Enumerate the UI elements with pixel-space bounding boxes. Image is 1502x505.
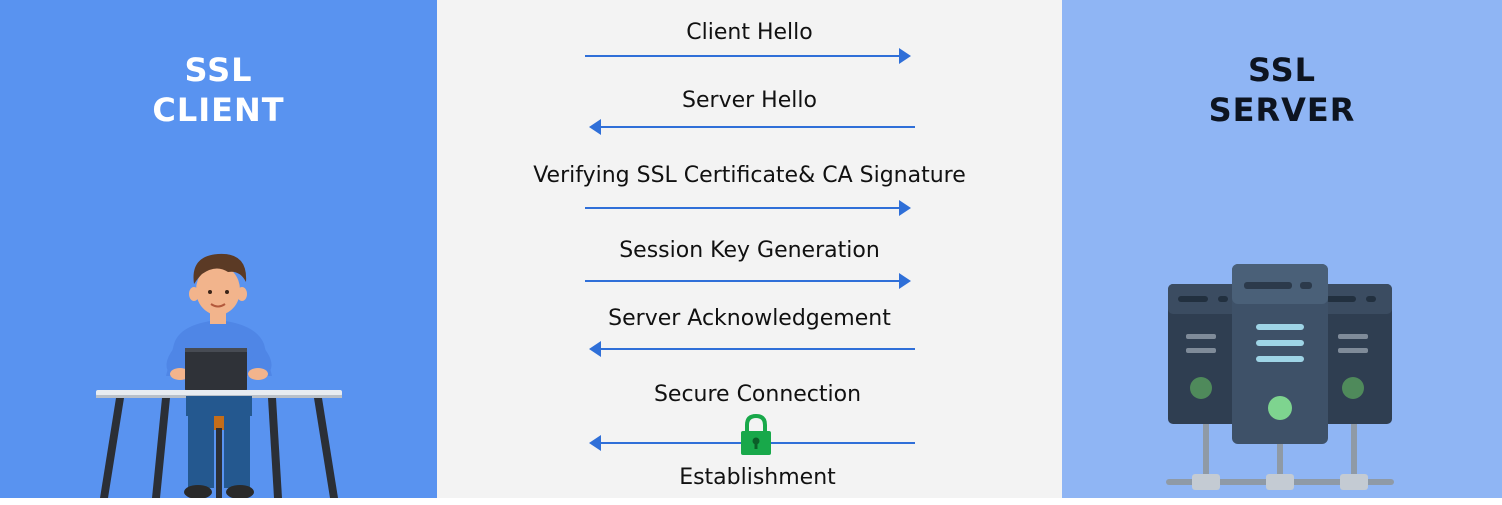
step-label-session-key-generation: Session Key Generation: [619, 238, 880, 263]
arrow-right-icon: [585, 273, 911, 289]
person-at-laptop-illustration: [96, 253, 342, 498]
server-rack-illustration: [1166, 264, 1394, 490]
server-title-line1: SSL: [1247, 51, 1317, 89]
client-title-line1: SSL: [184, 51, 253, 89]
step-label-server-hello: Server Hello: [682, 88, 817, 113]
server-title-line2: SERVER: [1208, 91, 1356, 129]
arrow-right-icon: [585, 48, 911, 64]
step-label-server-acknowledgement: Server Acknowledgement: [608, 306, 891, 331]
arrow-left-icon: [589, 119, 915, 135]
arrow-left-icon: [589, 341, 915, 357]
client-title-line2: CLIENT: [152, 91, 285, 129]
handshake-steps-panel: Client Hello Server Hello Verifying SSL …: [437, 0, 1062, 498]
padlock-icon: [741, 414, 771, 455]
step-label-secure-connection: Secure Connection: [653, 382, 862, 407]
step-label-establishment: Establishment: [679, 465, 836, 490]
step-label-verifying-certificate: Verifying SSL Certificate& CA Signature: [533, 163, 966, 188]
step-label-client-hello: Client Hello: [686, 20, 813, 45]
server-title: SSL SERVER: [1062, 50, 1502, 130]
server-panel: SSL SERVER: [1062, 0, 1502, 498]
arrow-right-icon: [585, 200, 911, 216]
client-panel: SSL CLIENT: [0, 0, 437, 498]
client-title: SSL CLIENT: [0, 50, 437, 130]
